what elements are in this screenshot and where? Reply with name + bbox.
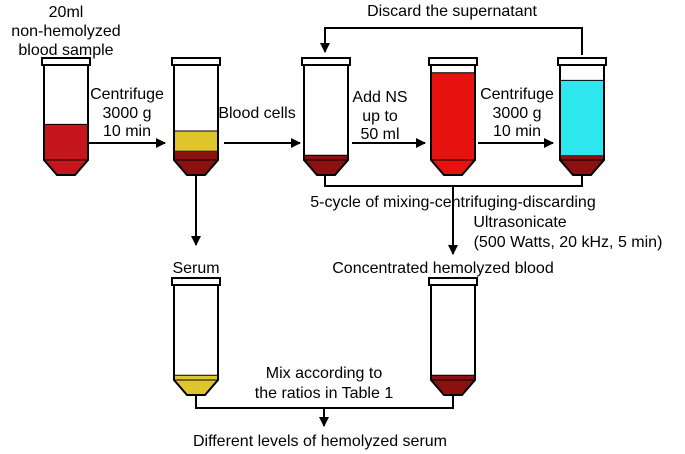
centrifuge-1-label-line3: 10 min	[103, 123, 151, 140]
concentrated-label: Concentrated hemolyzed blood	[332, 260, 553, 277]
sample-label-line1: 20ml	[49, 4, 84, 21]
mix-label-line1: Mix according to	[266, 365, 383, 382]
centrifuge-2-label-line3: 10 min	[493, 123, 541, 140]
cycle-bracket	[324, 175, 583, 187]
tube-rim	[428, 277, 478, 286]
ultrasonicate-label-line2: (500 Watts, 20 kHz, 5 min)	[474, 234, 663, 251]
tube-layer	[431, 375, 475, 395]
tube-outline	[430, 65, 476, 176]
tube-layer	[560, 155, 604, 175]
tube-rim	[428, 57, 478, 66]
tube-separated	[171, 57, 221, 176]
add-ns-label-line2: up to	[362, 108, 398, 125]
tube-outline	[43, 65, 89, 176]
result-label: Different levels of hemolyzed serum	[193, 433, 447, 450]
tube-layer	[174, 131, 218, 151]
blood-cells-label: Blood cells	[218, 105, 295, 122]
tube-layer	[44, 124, 88, 175]
add-ns-label-line3: 50 ml	[360, 126, 399, 143]
tube-layer	[560, 80, 604, 156]
tube-serum	[171, 277, 221, 396]
cycle-label: 5-cycle of mixing-centrifuging-discardin…	[310, 194, 595, 211]
sample-label-line2: non-hemolyzed	[11, 23, 120, 40]
add-ns-label-line1: Add NS	[352, 89, 407, 106]
serum-label: Serum	[172, 260, 219, 277]
centrifuge-1-label-line1: Centrifuge	[90, 86, 164, 103]
tube-rim	[301, 57, 351, 66]
connectors	[88, 27, 583, 427]
tube-concentrated	[428, 277, 478, 396]
ultrasonicate-label-line1: Ultrasonicate	[473, 214, 566, 231]
discard-loop-arrow	[320, 27, 583, 55]
tube-rim	[171, 57, 221, 66]
tube-rim	[171, 277, 221, 286]
tube-centrifuged-ns	[557, 57, 607, 176]
tube-layer	[304, 155, 348, 175]
tube-rim	[557, 57, 607, 66]
tube-layer	[431, 72, 475, 175]
discard-label: Discard the supernatant	[367, 3, 537, 20]
centrifuge-2-label-line2: 3000 g	[493, 105, 542, 122]
sample-label-line3: blood sample	[18, 42, 113, 59]
centrifuge-1-label-line2: 3000 g	[103, 105, 152, 122]
centrifuge-2-label-line1: Centrifuge	[480, 86, 554, 103]
tube-layer	[174, 375, 218, 395]
tube-rim	[41, 57, 91, 66]
tube-add-ns	[428, 57, 478, 176]
tube-layer	[174, 150, 218, 175]
labels: 20ml non-hemolyzed blood sample Centrifu…	[11, 3, 662, 450]
tube-blood-cells	[301, 57, 351, 176]
mix-label-line2: the ratios in Table 1	[255, 385, 394, 402]
tube-whole-blood	[41, 57, 91, 176]
